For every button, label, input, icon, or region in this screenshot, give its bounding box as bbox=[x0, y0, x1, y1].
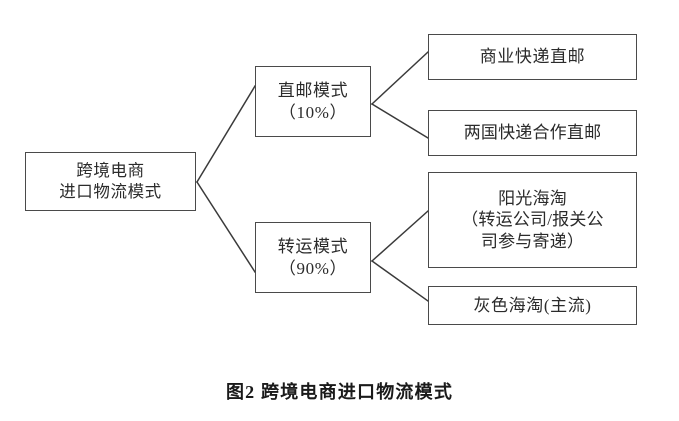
node-sunshine-haitao: 阳光海淘 （转运公司/报关公 司参与寄递） bbox=[428, 172, 637, 268]
node-bilateral-express-cooperation-direct-mail: 两国快递合作直邮 bbox=[428, 110, 637, 156]
node-commercial-express-direct-mail: 商业快递直邮 bbox=[428, 34, 637, 80]
node-grey-haitao: 灰色海淘(主流) bbox=[428, 286, 637, 325]
figure-caption: 图2 跨境电商进口物流模式 bbox=[225, 382, 454, 402]
connector-transfer-to-grey bbox=[370, 259, 430, 303]
node-transfer-mode: 转运模式 （90%） bbox=[255, 222, 371, 293]
node-bilateral-express-cooperation-direct-mail-label: 两国快递合作直邮 bbox=[463, 123, 602, 143]
node-sunshine-haitao-label: 阳光海淘 （转运公司/报关公 司参与寄递） bbox=[461, 189, 604, 251]
node-grey-haitao-label: 灰色海淘(主流) bbox=[473, 295, 592, 315]
connector-direct-mail-to-commercial bbox=[370, 50, 430, 106]
node-root-cross-border-import-logistics: 跨境电商 进口物流模式 bbox=[25, 152, 196, 211]
connector-root-to-transfer bbox=[195, 180, 257, 274]
node-commercial-express-direct-mail-label: 商业快递直邮 bbox=[479, 47, 586, 67]
connector-direct-mail-to-bilateral bbox=[370, 102, 430, 140]
node-direct-mail-mode: 直邮模式 （10%） bbox=[255, 66, 371, 137]
node-root-label: 跨境电商 进口物流模式 bbox=[59, 160, 162, 201]
node-transfer-label: 转运模式 （90%） bbox=[277, 237, 349, 278]
connector-transfer-to-sunshine bbox=[370, 209, 430, 263]
node-direct-mail-label: 直邮模式 （10%） bbox=[277, 81, 349, 122]
connector-root-to-direct-mail bbox=[195, 84, 257, 184]
